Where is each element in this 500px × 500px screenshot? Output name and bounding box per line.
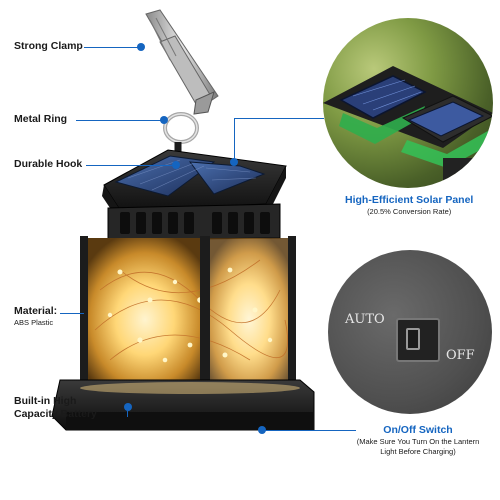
solar-leader-horizontal	[234, 118, 324, 119]
durable-hook-dot	[172, 161, 180, 169]
top-solar-panel-right	[188, 161, 266, 195]
lantern-glass-front	[84, 238, 206, 386]
lantern-glass-side	[206, 238, 292, 386]
metal-ring-dot	[160, 116, 168, 124]
solar-title: High-Efficient Solar Panel	[345, 194, 474, 206]
metal-ring-leader	[76, 120, 162, 121]
solar-leader-vertical	[234, 118, 235, 162]
battery-dot	[124, 403, 132, 411]
durable-hook-leader	[86, 165, 174, 166]
battery-line1: Built-in High	[14, 395, 77, 407]
material-leader	[60, 313, 84, 314]
switch-sub2: Light Before Charging)	[380, 447, 456, 456]
top-solar-panel-left	[114, 155, 216, 197]
clamp-icon	[145, 9, 219, 115]
battery-label: Built-in High Capacity Battery	[14, 395, 97, 421]
material-label: Material: ABS Plastic	[14, 305, 57, 328]
metal-ring-label: Metal Ring	[14, 113, 68, 125]
solar-panel-closeup	[323, 18, 493, 188]
switch-sub1: (Make Sure You Turn On the Lantern	[356, 437, 480, 446]
strong-clamp-leader	[84, 47, 140, 48]
switch-closeup: AUTO OFF	[328, 250, 492, 414]
material-title: Material:	[14, 305, 58, 317]
solar-label: High-Efficient Solar Panel (20.5% Conver…	[345, 194, 473, 217]
durable-hook-label: Durable Hook	[14, 158, 83, 170]
solar-sub: (20.5% Conversion Rate)	[367, 207, 452, 216]
switch-dot	[258, 426, 266, 434]
battery-line2: Capacity Battery	[14, 408, 97, 420]
strong-clamp-label: Strong Clamp	[14, 40, 83, 52]
slide-switch-icon	[396, 318, 440, 362]
strong-clamp-dot	[137, 43, 145, 51]
battery-leader	[127, 411, 128, 417]
switch-off-label: OFF	[446, 348, 475, 363]
switch-label: On/Off Switch (Make Sure You Turn On the…	[348, 424, 488, 457]
solar-dot	[230, 158, 238, 166]
switch-title: On/Off Switch	[383, 424, 453, 436]
switch-auto-label: AUTO	[345, 312, 385, 327]
material-value: ABS Plastic	[14, 318, 54, 327]
switch-leader	[262, 430, 356, 431]
